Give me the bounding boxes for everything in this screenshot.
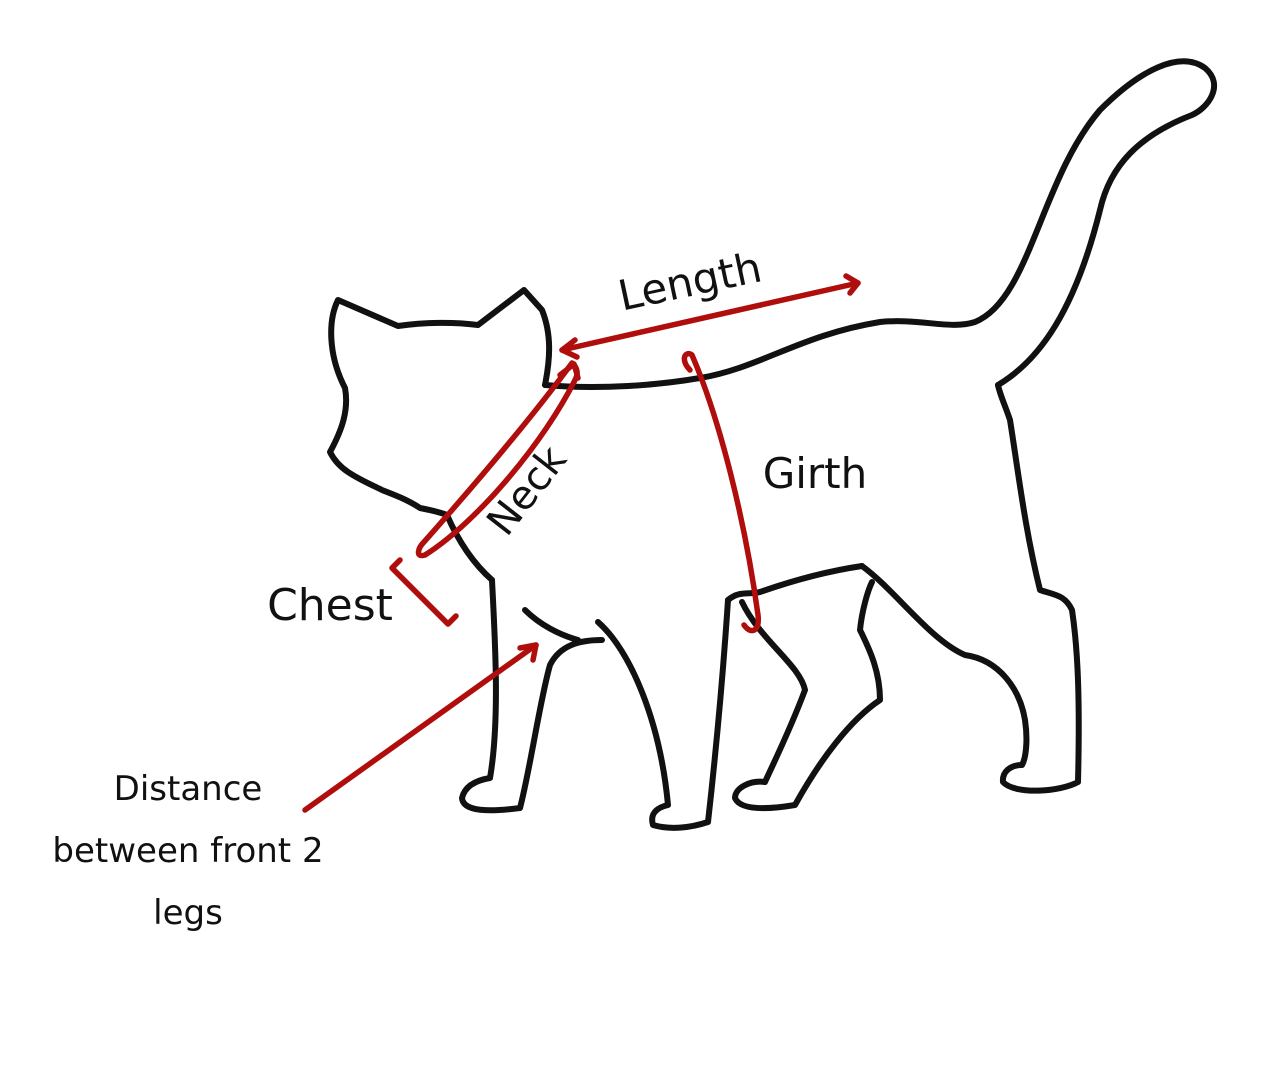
chest-bracket [389, 557, 459, 627]
length-arrowhead-left [559, 337, 580, 360]
distance-arrowhead [517, 642, 539, 663]
length-arrowhead-right [843, 273, 861, 296]
measurement-lines [302, 273, 861, 813]
girth-label: Girth [763, 449, 868, 498]
cat-back-and-tail-outline [542, 58, 1218, 391]
neck-label: Neck [478, 437, 576, 545]
distance-label-line-2: between front 2 [52, 831, 323, 871]
length-arrow-line [559, 280, 861, 353]
cat-head-outline [327, 287, 553, 518]
neck-arrowhead [557, 361, 581, 381]
cat-outline [327, 58, 1218, 831]
cat-belly-outline [725, 563, 865, 603]
cat-hind-far-leg-outline [859, 382, 1082, 794]
cat-armpit-curve [522, 607, 581, 643]
chest-label: Chest [267, 580, 393, 631]
girth-loop [681, 351, 762, 634]
cat-front-near-leg-outline [459, 577, 605, 814]
cat-hind-near-leg-outline [732, 579, 883, 812]
distance-label-line-1: Distance [114, 769, 263, 809]
cat-front-far-leg-outline [595, 597, 731, 831]
distance-label-line-3: legs [153, 893, 223, 933]
neck-loop [415, 360, 580, 559]
distance-arrow-line [302, 642, 539, 813]
cat-chest-outline [444, 512, 495, 583]
labels: Length Neck Girth Chest Distance between… [52, 242, 867, 933]
